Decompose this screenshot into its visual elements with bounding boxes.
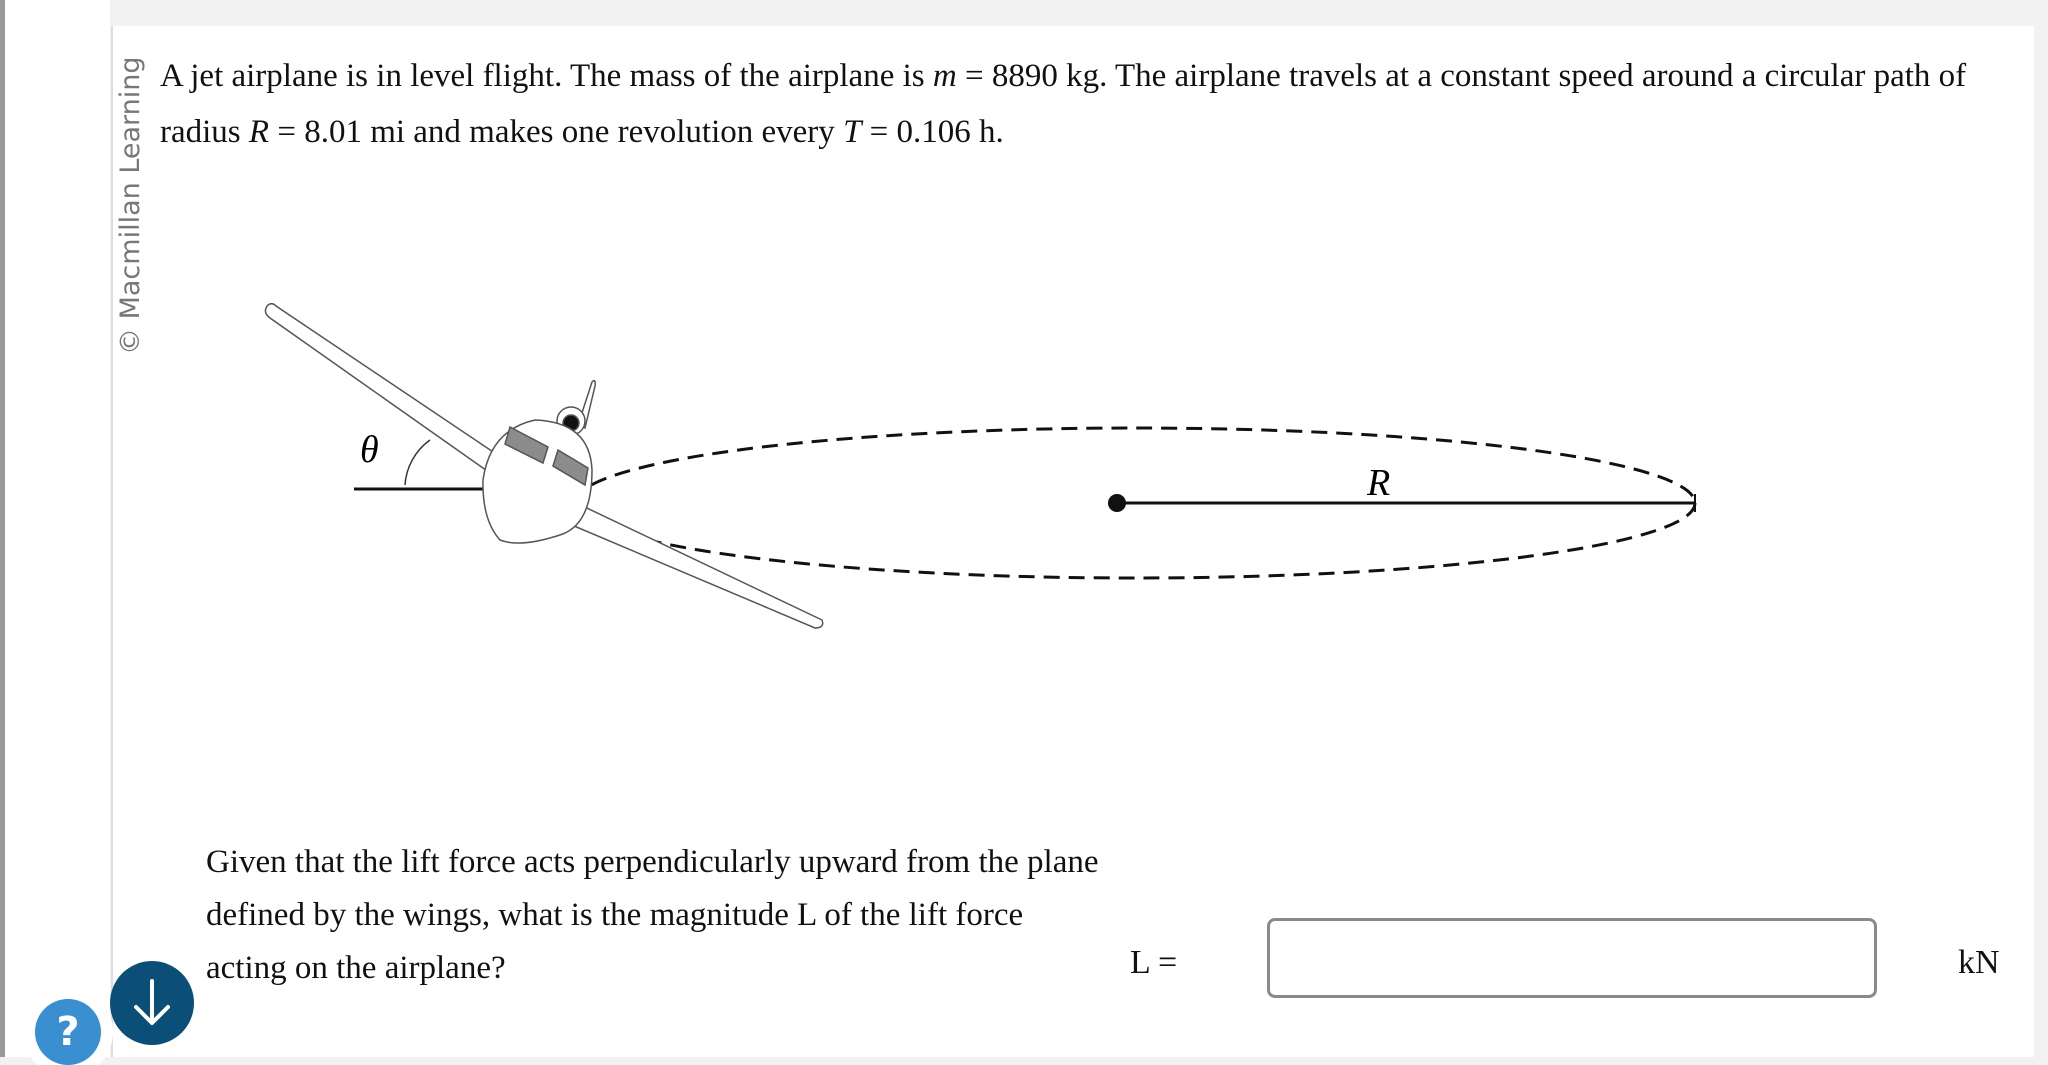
question-text: Given that the lift force acts perpendic… — [206, 844, 1099, 986]
problem-statement: A jet airplane is in level flight. The m… — [160, 48, 2020, 160]
theta-label: θ — [360, 429, 379, 471]
period-variable: T — [843, 114, 862, 150]
mass-variable: m — [932, 58, 957, 94]
problem-text: = 0.106 h. — [861, 114, 1004, 150]
answer-label: L = — [1130, 944, 1178, 981]
answer-input[interactable] — [1267, 918, 1877, 998]
problem-text: = 8890 kg. The airplane travels at a con… — [160, 58, 1967, 150]
window-edge — [0, 0, 5, 1057]
question-card — [111, 26, 2034, 1057]
help-button[interactable]: ? — [35, 999, 101, 1065]
radius-label: R — [1366, 462, 1390, 504]
answer-unit: kN — [1958, 944, 2000, 981]
radius-variable: R — [248, 114, 270, 150]
left-pane — [5, 0, 110, 1057]
problem-text: = 8.01 mi and makes one revolution every — [269, 114, 844, 150]
problem-text: A jet airplane is in level flight. The m… — [160, 58, 933, 94]
angle-arc — [404, 439, 431, 486]
arrow-down-icon — [134, 979, 170, 1025]
airplane-icon — [264, 302, 824, 629]
scroll-down-button[interactable] — [110, 961, 194, 1045]
